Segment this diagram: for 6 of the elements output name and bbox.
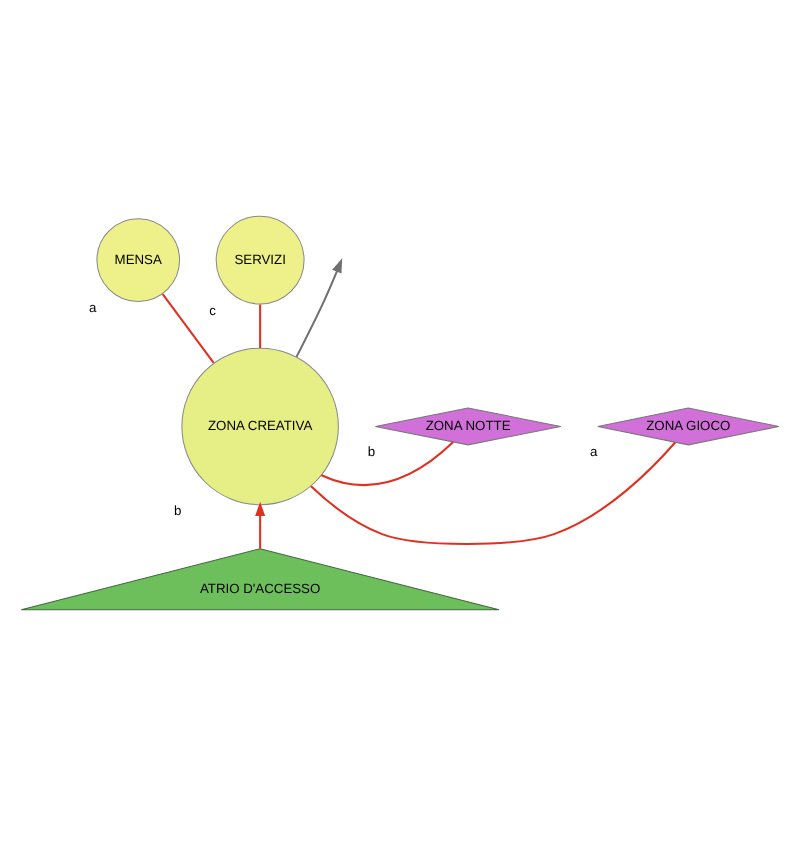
connector (161, 292, 215, 363)
connector (321, 440, 454, 486)
arrow (255, 500, 266, 548)
connector (310, 440, 676, 544)
connector (259, 303, 262, 348)
arrow (295, 257, 343, 357)
